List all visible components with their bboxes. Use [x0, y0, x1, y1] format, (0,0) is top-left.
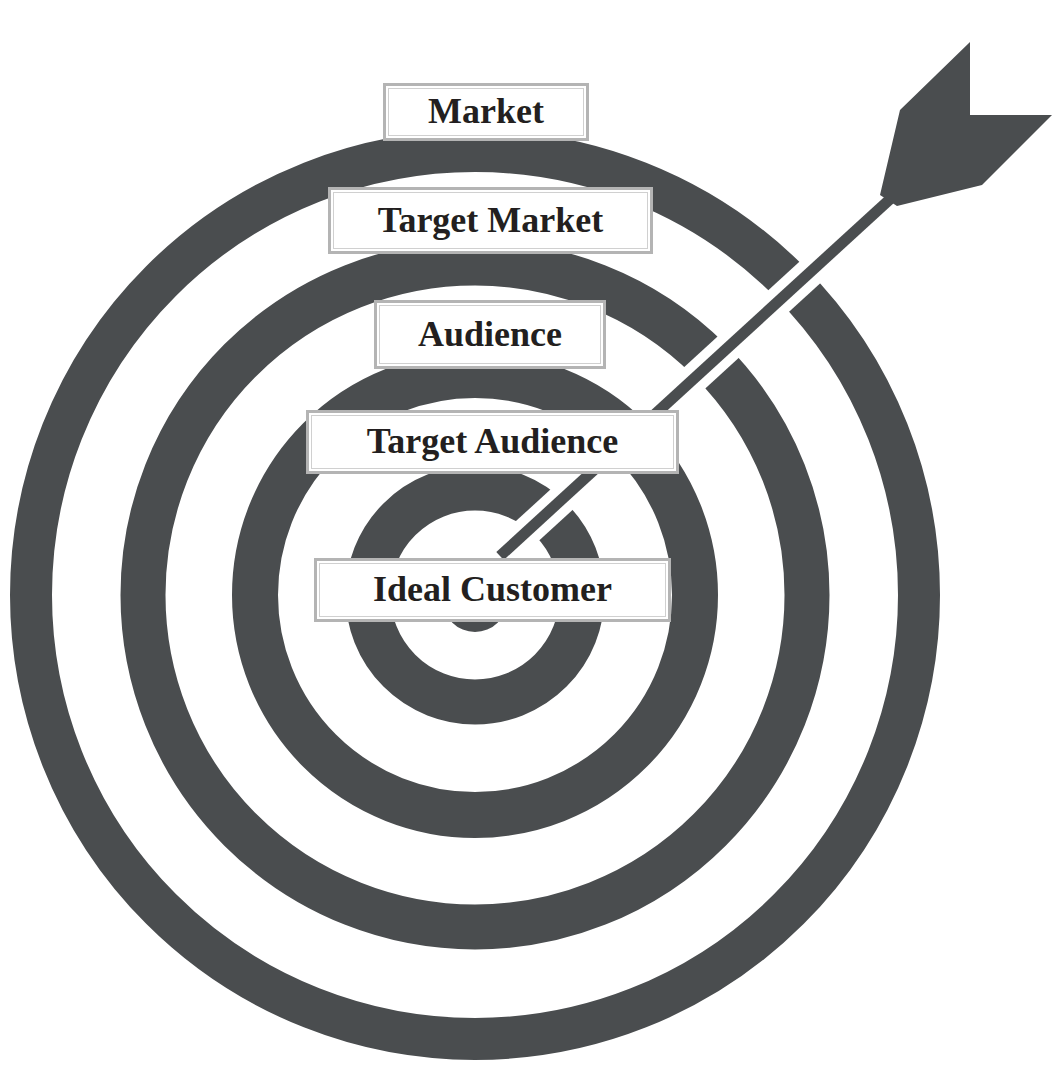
label-box: Market	[383, 83, 589, 141]
label-text: Ideal Customer	[373, 570, 612, 610]
target-rings	[31, 151, 919, 1039]
label-text: Target Market	[378, 201, 604, 241]
target-ring	[31, 151, 919, 1039]
label-box: Target Audience	[306, 410, 679, 474]
label-text: Audience	[418, 315, 562, 355]
label-box: Audience	[374, 300, 606, 369]
target-ring	[255, 375, 695, 815]
arrow-fletching	[880, 42, 1052, 206]
label-box: Target Market	[328, 187, 653, 254]
label-text: Market	[428, 92, 544, 132]
label-text: Target Audience	[367, 422, 619, 462]
label-box: Ideal Customer	[314, 558, 671, 622]
